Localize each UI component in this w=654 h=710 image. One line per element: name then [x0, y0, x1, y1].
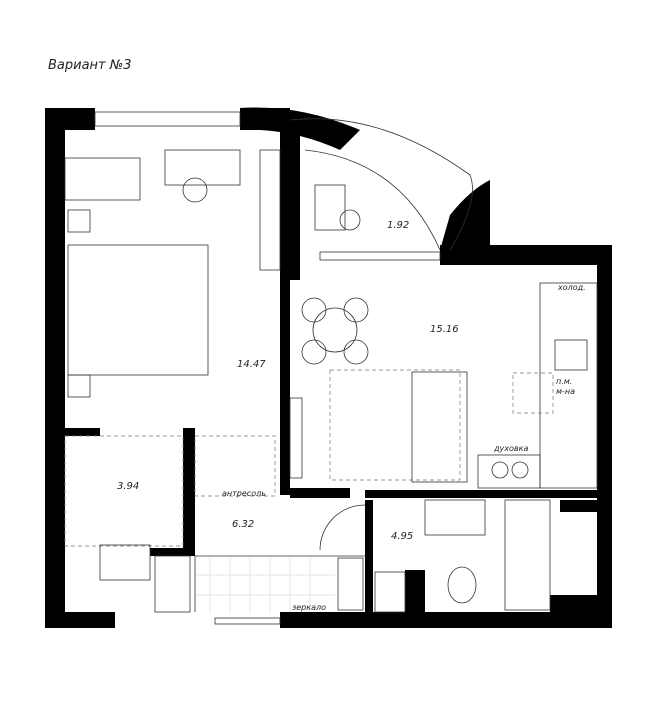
- balcony-outline: [289, 118, 473, 251]
- chair: [182, 177, 208, 203]
- plan-title: Вариант №3: [48, 58, 132, 73]
- dishwasher-label-2: м-на: [556, 387, 575, 396]
- hall-area: 6.32: [232, 519, 254, 530]
- toilet: [447, 566, 477, 604]
- exterior-walls: [45, 107, 612, 628]
- entrance-door[interactable]: [214, 617, 281, 625]
- island: [512, 372, 554, 414]
- mezzanine-label: антресоль: [222, 489, 266, 498]
- cooktop: [477, 454, 541, 489]
- dishwasher-label-1: п.м.: [556, 377, 572, 386]
- mezzanine-zone: [194, 435, 276, 497]
- bathtub: [504, 499, 551, 611]
- dining-table: [312, 307, 358, 353]
- mirror-label: зеркало: [292, 603, 326, 612]
- bathroom-area: 4.95: [391, 531, 413, 542]
- balcony-chair: [339, 209, 361, 231]
- kitchen-sink: [554, 339, 588, 371]
- balcony-desk: [314, 184, 346, 231]
- kitchen-counter: [539, 282, 598, 489]
- nightstand: [67, 209, 91, 233]
- hall-tile-area: [194, 555, 365, 612]
- oven-label: духовка: [493, 444, 528, 453]
- sofa: [411, 371, 468, 483]
- shoe-rack: [337, 557, 364, 611]
- balcony-area: 1.92: [387, 220, 409, 231]
- window-bedroom: [94, 111, 241, 127]
- washing-machine: [374, 571, 406, 613]
- wardrobe-bedroom: [259, 149, 281, 271]
- window-balcony: [319, 251, 441, 261]
- desk: [164, 149, 241, 186]
- fridge-label: холод.: [557, 283, 586, 292]
- wardrobe-area: 3.94: [117, 481, 139, 492]
- wardrobe-storage: [64, 435, 184, 547]
- rug: [329, 369, 461, 481]
- wardrobe-box: [99, 544, 151, 581]
- tv-stand: [289, 397, 303, 479]
- bed: [67, 244, 209, 376]
- nightstand: [67, 374, 91, 398]
- bathroom-door-swing: [319, 504, 366, 551]
- bedroom-area: 14.47: [237, 359, 266, 370]
- bathroom-sink: [424, 499, 486, 536]
- shoe-cabinet: [154, 555, 191, 613]
- balcony-inner: [304, 149, 441, 251]
- kitchen-living-area: 15.16: [430, 324, 459, 335]
- sofa-bedroom: [64, 157, 141, 201]
